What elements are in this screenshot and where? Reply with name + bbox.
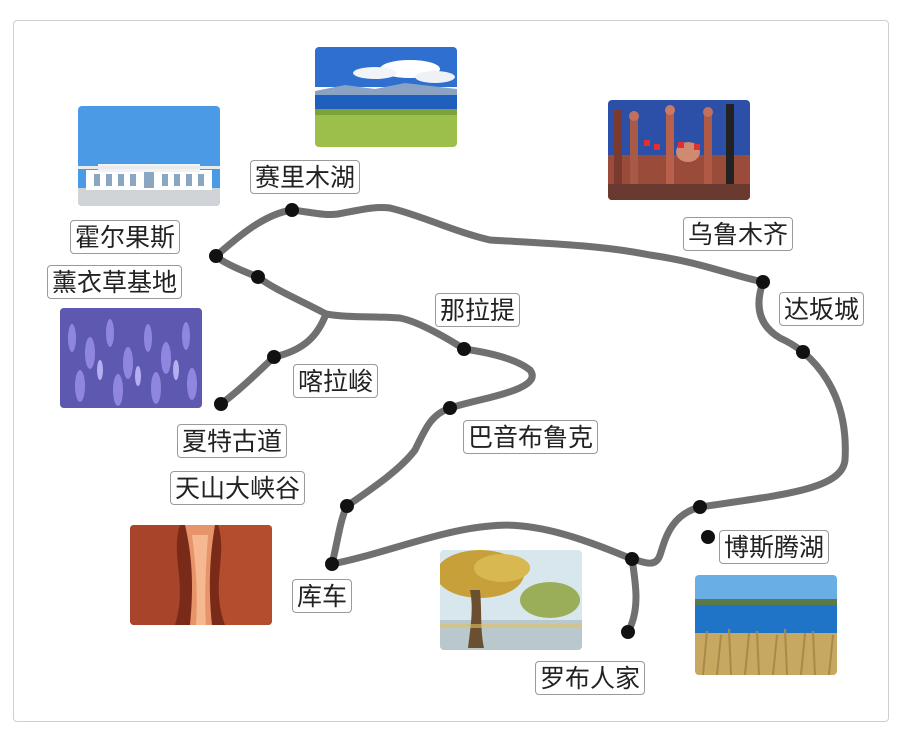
stop-dot-lavender bbox=[251, 270, 265, 284]
grand-bazaar-photo bbox=[608, 100, 750, 200]
stop-dot-urumqi bbox=[756, 275, 770, 289]
stop-dot-bosten-junction bbox=[693, 500, 707, 514]
stop-dot-bosten bbox=[701, 530, 715, 544]
lake-landscape-photo bbox=[315, 47, 457, 147]
place-label-dabancheng: 达坂城 bbox=[779, 292, 865, 326]
stop-dot-nalati bbox=[457, 342, 471, 356]
stop-dot-karajun bbox=[267, 350, 281, 364]
route-main-loop bbox=[212, 204, 849, 568]
place-label-nalati: 那拉提 bbox=[435, 293, 521, 327]
stop-dot-luobu-junction bbox=[625, 552, 639, 566]
stop-dot-horgos bbox=[209, 249, 223, 263]
stop-dot-sailimu bbox=[285, 203, 299, 217]
stop-dot-xiate bbox=[214, 397, 228, 411]
stop-dot-luobu bbox=[621, 625, 635, 639]
stop-dot-bayinbuluke bbox=[443, 401, 457, 415]
place-label-lavender-base: 薰衣草基地 bbox=[47, 265, 183, 299]
stop-dot-tianshan bbox=[340, 499, 354, 513]
route-spur-luobu bbox=[624, 555, 640, 636]
stop-dot-dabancheng bbox=[796, 345, 810, 359]
place-label-luobu-village: 罗布人家 bbox=[535, 661, 646, 695]
place-label-xiate-trail: 夏特古道 bbox=[177, 424, 288, 458]
place-label-horgos: 霍尔果斯 bbox=[70, 220, 181, 254]
place-label-tianshan-canyon: 天山大峡谷 bbox=[170, 471, 306, 505]
place-label-karajun: 喀拉峻 bbox=[293, 364, 379, 398]
red-canyon-photo bbox=[130, 525, 272, 625]
place-label-urumqi: 乌鲁木齐 bbox=[683, 217, 794, 251]
place-label-bayinbuluke: 巴音布鲁克 bbox=[463, 420, 599, 454]
poplar-tree-photo bbox=[440, 550, 582, 650]
horgos-port-building-photo bbox=[78, 106, 220, 206]
lavender-field-photo bbox=[60, 308, 202, 408]
place-label-sailimu-lake: 赛里木湖 bbox=[250, 160, 361, 194]
stop-dot-kuqa bbox=[325, 557, 339, 571]
reed-lake-photo bbox=[695, 575, 837, 675]
place-label-bosten-lake: 博斯腾湖 bbox=[719, 530, 830, 564]
place-label-kuqa: 库车 bbox=[292, 579, 353, 613]
